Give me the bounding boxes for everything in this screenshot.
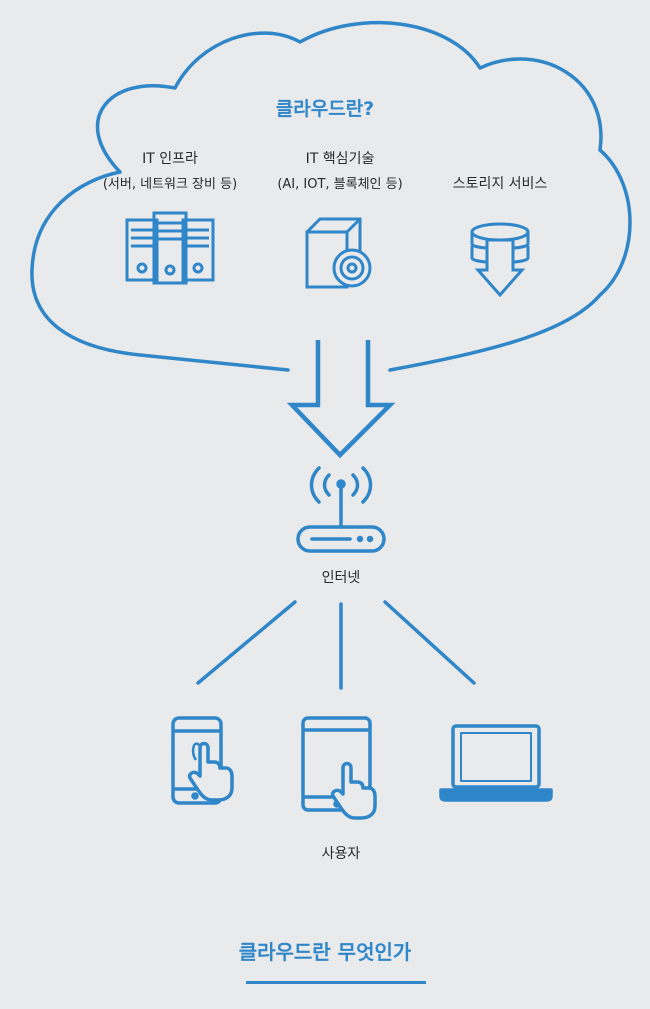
connection-lines — [196, 600, 476, 690]
storage-disks-icon — [470, 222, 530, 298]
internet-label: 인터넷 — [321, 570, 361, 586]
software-box-icon — [305, 217, 372, 289]
footer-underline — [246, 981, 426, 984]
tablet-touch-icon — [301, 716, 377, 820]
service-name-it-infra: IT 인프라 — [142, 151, 198, 167]
laptop-icon — [439, 724, 553, 802]
service-name-core-tech: IT 핵심기술 — [305, 151, 375, 167]
server-rack-icon — [125, 211, 215, 285]
router-wifi-icon — [296, 466, 386, 553]
service-detail-it-infra: (서버, 네트워크 장비 등) — [102, 177, 238, 192]
users-label: 사용자 — [321, 846, 361, 862]
cloud-title: 클라우드란? — [275, 98, 375, 120]
smartphone-touch-icon — [171, 716, 234, 805]
footer-title: 클라우드란 무엇인가 — [238, 940, 412, 964]
cloud-outline — [30, 20, 632, 372]
service-name-storage: 스토리지 서비스 — [452, 176, 548, 192]
cloud-to-internet-arrow — [286, 340, 396, 459]
service-detail-core-tech: (AI, IOT, 블록체인 등) — [277, 177, 403, 192]
